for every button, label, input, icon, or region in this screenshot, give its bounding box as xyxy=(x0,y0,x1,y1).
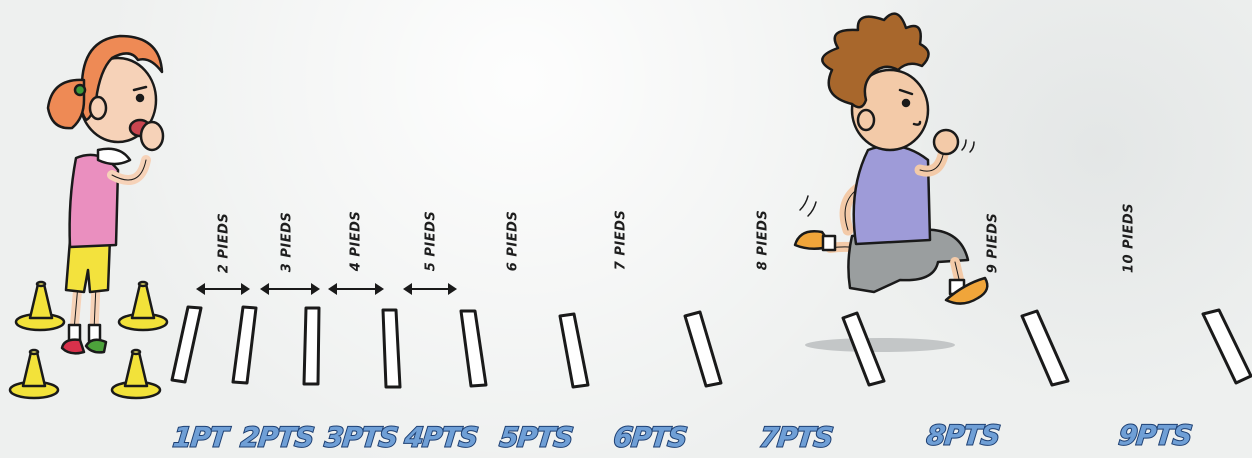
floor-marker-icon xyxy=(685,312,721,386)
floor-marker-icon xyxy=(560,314,588,387)
floor-marker-icon xyxy=(1022,311,1068,385)
floor-marker-icon xyxy=(172,307,201,382)
floor-marker-icon xyxy=(461,311,486,386)
floor-marker-icon xyxy=(1203,310,1251,383)
distance-arrow xyxy=(262,288,318,290)
floor-marker-icon xyxy=(233,307,256,383)
cone-icon xyxy=(112,350,160,398)
distance-arrow xyxy=(405,288,455,290)
cone-icon xyxy=(16,282,64,330)
distance-arrow xyxy=(330,288,382,290)
running-boy-icon xyxy=(795,14,987,304)
cone-icon xyxy=(119,282,167,330)
floor-markers xyxy=(172,307,1251,387)
floor-marker-icon xyxy=(383,310,400,387)
shadow xyxy=(805,338,955,352)
distance-arrow xyxy=(198,288,248,290)
floor-marker-icon xyxy=(304,308,319,384)
cone-icon xyxy=(10,350,58,398)
